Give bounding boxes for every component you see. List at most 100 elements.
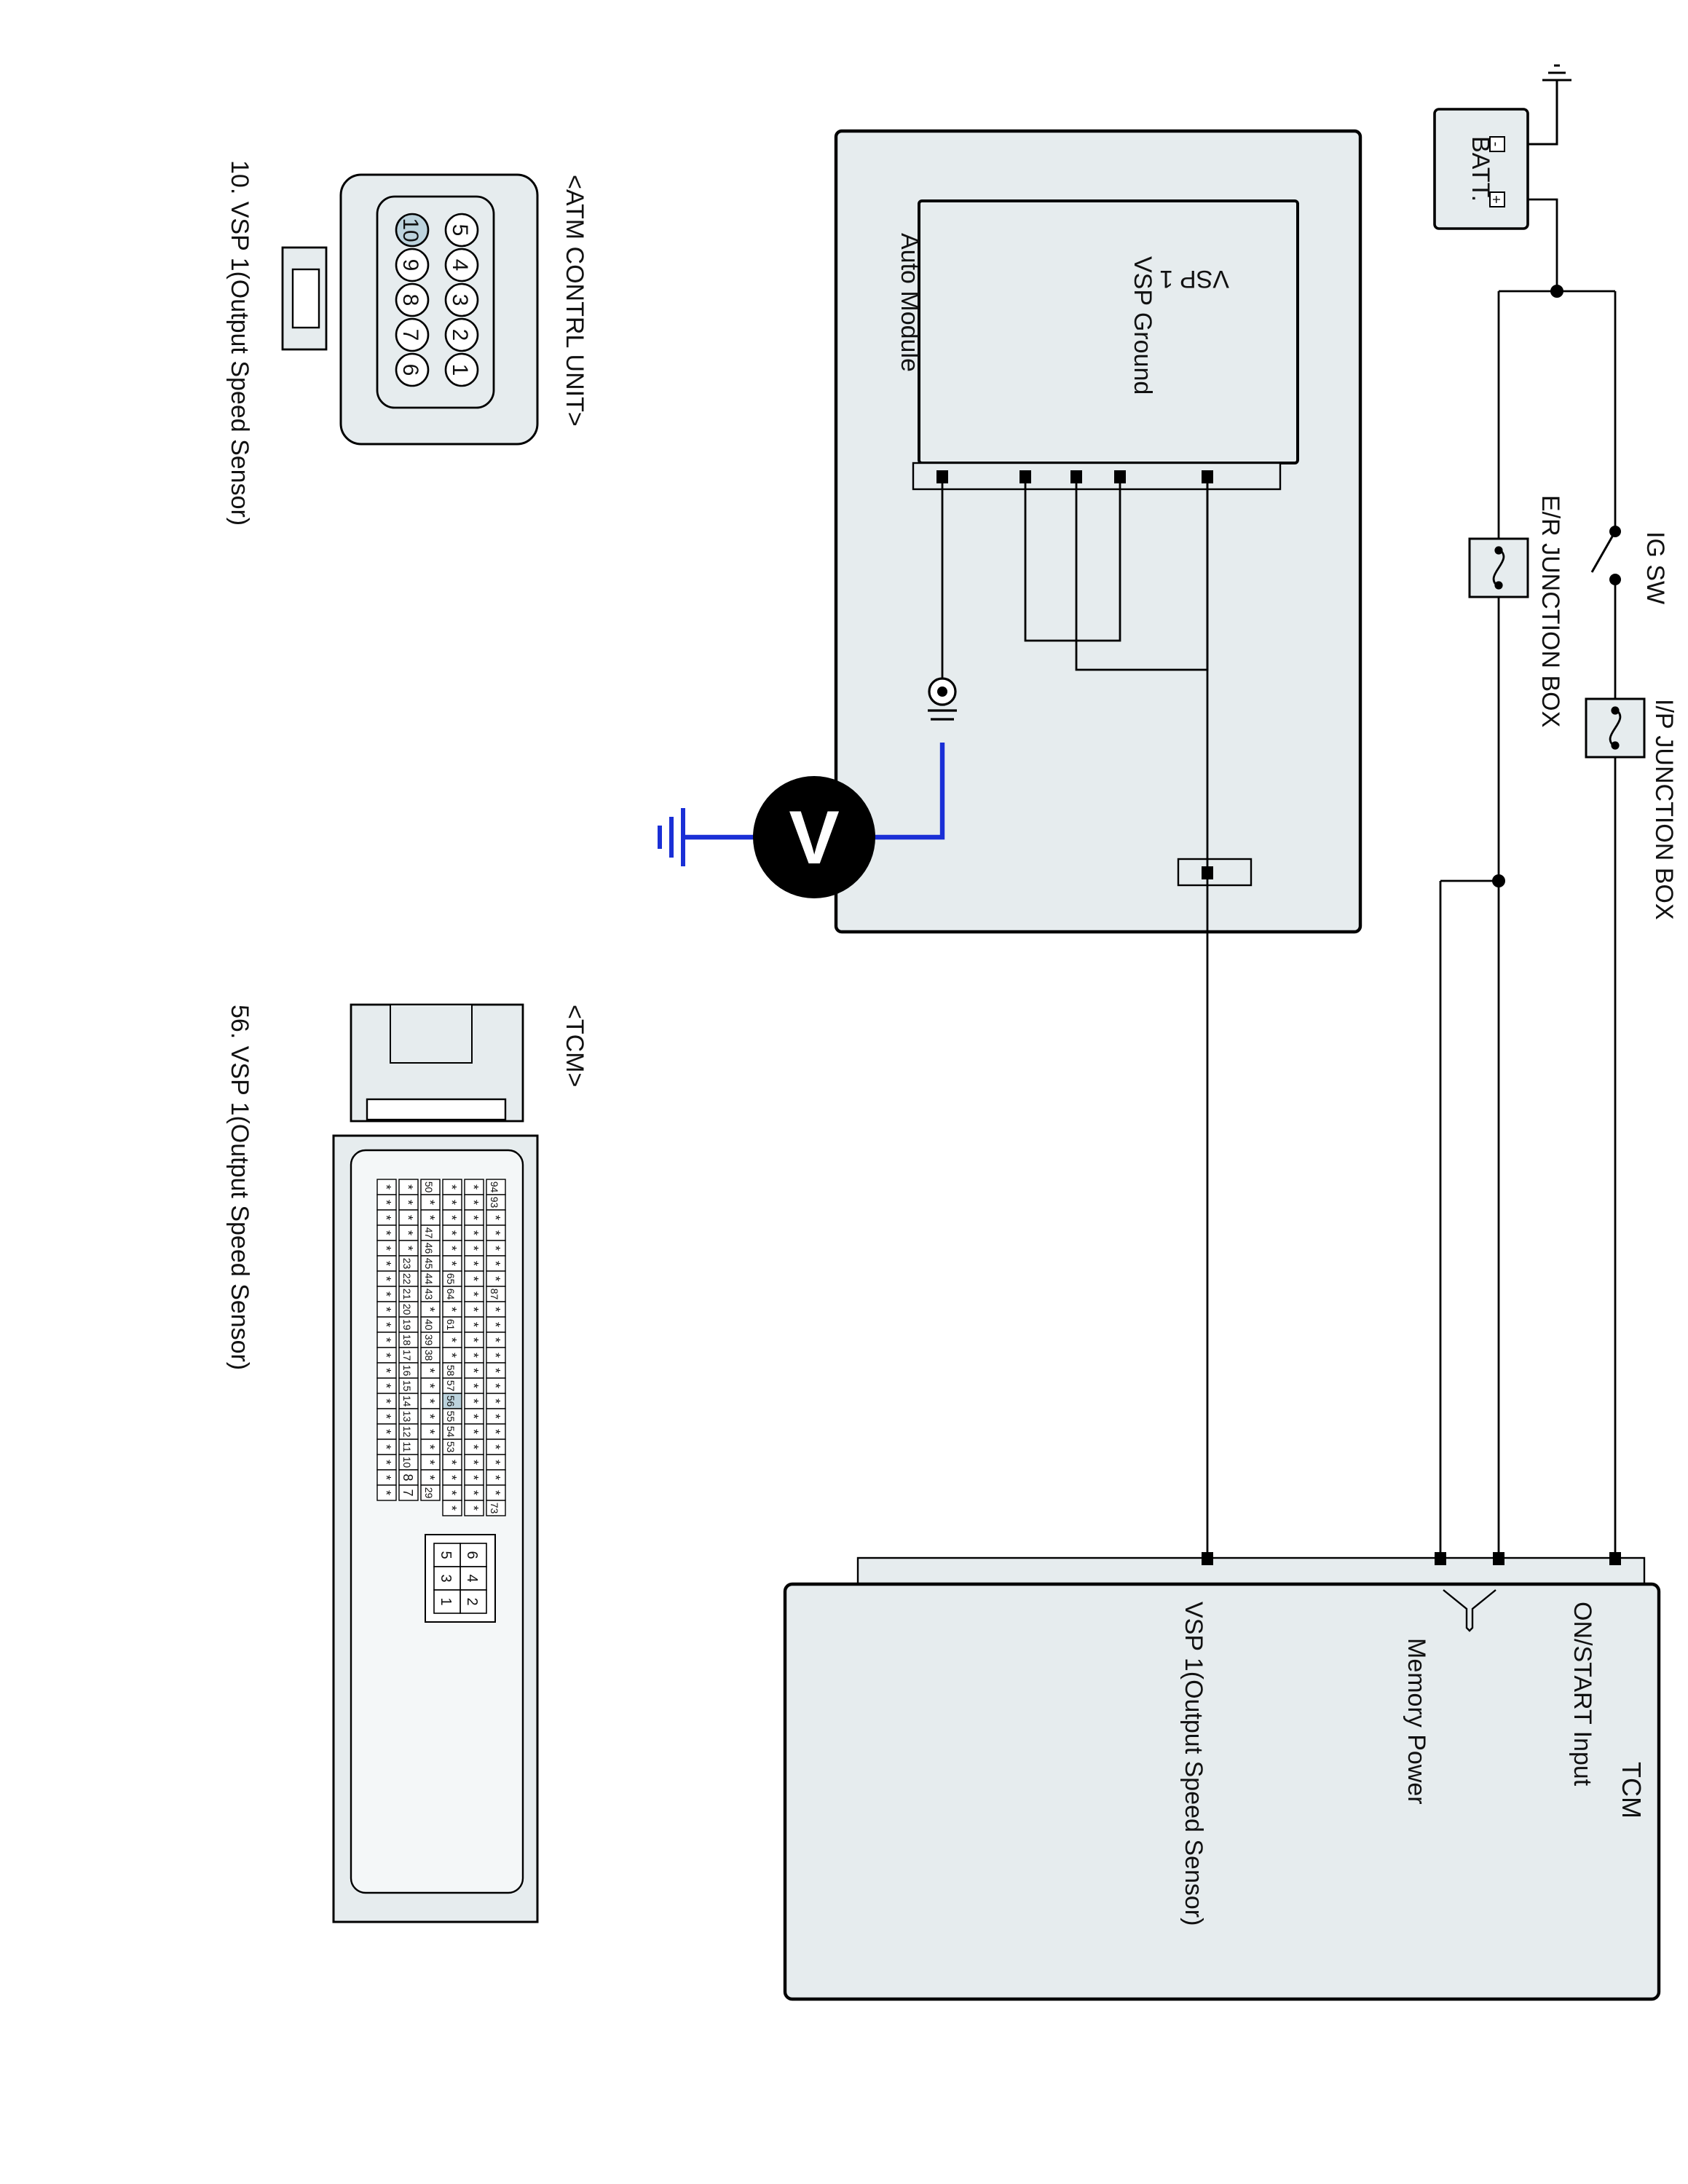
tcm-pin-label: * (379, 1246, 393, 1251)
tcm-pin-label: * (379, 1307, 393, 1312)
tcm-pin-label: * (444, 1490, 459, 1495)
tcm-pin-label: 29 (423, 1487, 435, 1499)
atm-pin (395, 317, 430, 352)
tcm-pin-label: * (379, 1200, 393, 1205)
tcm-pin-label: * (488, 1322, 502, 1327)
tcm-pin-label: * (488, 1353, 502, 1358)
tcm-on-start-label: ON/START Input (1569, 1602, 1596, 1787)
tcm-pin-label: * (466, 1261, 481, 1266)
tcm-pin-label: * (379, 1475, 393, 1480)
tcm-memory-power-label: Memory Power (1403, 1638, 1430, 1805)
atm-pin (444, 282, 479, 317)
tcm-pin-label: * (401, 1200, 415, 1205)
module-internal-wiring (941, 476, 1209, 1558)
tcm-pin-label: * (379, 1383, 393, 1388)
tcm-pin-label: * (466, 1291, 481, 1297)
tcm-pin-label: * (444, 1230, 459, 1235)
tcm-pin-label: * (422, 1368, 437, 1373)
tcm-pin-label: * (488, 1307, 502, 1312)
tcm-pin-label: * (466, 1200, 481, 1205)
tcm-pin-label: 43 (423, 1289, 435, 1300)
battery-plus-label: + (1488, 195, 1504, 204)
tcm-pin-label: 73 (489, 1503, 500, 1514)
tcm-connector-title: <TCM> (561, 1005, 588, 1087)
atm-connector-caption: 10. VSP 1(Output Speed Sensor) (226, 160, 253, 526)
tcm-pin-label: * (379, 1368, 393, 1373)
tcm-pin-label: * (466, 1307, 481, 1312)
module-pin-markers (936, 470, 1213, 879)
tcm-pin-label: 16 (401, 1365, 413, 1377)
tcm-pin-label: * (488, 1429, 502, 1434)
atm-pin (444, 352, 479, 387)
tcm-pin-label: * (466, 1444, 481, 1449)
atm-connector-title: <ATM CONTRL UNIT> (561, 175, 588, 427)
tcm-pin-label: * (466, 1414, 481, 1419)
tcm-connector-caption: 56. VSP 1(Output Speed Sensor) (226, 1005, 253, 1370)
tcm-pin-label: * (488, 1230, 502, 1235)
tcm-pin-label: * (379, 1353, 393, 1358)
tcm-pin-label: * (379, 1322, 393, 1327)
tcm-pin-label: 47 (423, 1227, 435, 1239)
tcm-pin-label: 61 (445, 1319, 457, 1331)
tcm-pin-label: * (422, 1429, 437, 1434)
probe-connector-icon (928, 677, 957, 721)
tcm-pin-label: * (379, 1337, 393, 1342)
tcm-pin-label: * (466, 1460, 481, 1465)
atm-pin (395, 352, 430, 387)
tcm-pin-cell (464, 1500, 484, 1516)
tcm-pin-label: * (466, 1246, 481, 1251)
tcm-pin-label: * (422, 1475, 437, 1480)
tcm-pin-label: * (422, 1460, 437, 1465)
tcm-pin-label: 20 (401, 1304, 413, 1315)
atm-pin-label: 4 (448, 259, 472, 272)
tcm-pin-label: * (401, 1215, 415, 1220)
tcm-pin-label: * (466, 1184, 481, 1190)
ip-junction-box: I/P JUNCTION BOX (1585, 697, 1678, 920)
atm-pin (395, 282, 430, 317)
battery: BATT. - + (1433, 108, 1529, 230)
battery-minus-label: - (1488, 142, 1504, 147)
atm-pin (395, 248, 430, 282)
tcm-small-pin-label: 4 (464, 1574, 480, 1582)
tcm-pin-label: 7 (401, 1489, 415, 1496)
er-junction-box: E/R JUNCTION BOX (1468, 495, 1564, 727)
tcm-pin-label: * (379, 1429, 393, 1434)
tcm-pin-label: * (466, 1475, 481, 1480)
atm-pin-label: 7 (398, 329, 422, 341)
tcm-pin-label: 46 (423, 1243, 435, 1254)
tcm-pin-label: 94 (489, 1182, 500, 1193)
tcm-pin-label: * (444, 1246, 459, 1251)
tcm-pin-label: * (444, 1337, 459, 1342)
tcm-pin-label: * (379, 1414, 393, 1419)
tcm-pin-label: * (488, 1261, 502, 1266)
tcm-pin-label: * (444, 1200, 459, 1205)
tcm-pin-label: * (401, 1246, 415, 1251)
voltmeter: V (658, 743, 945, 898)
tcm-pin-label: * (488, 1368, 502, 1373)
atm-pin-label: 10 (398, 218, 422, 242)
atm-pin-label: 9 (398, 259, 422, 272)
tcm-pin-markers (1202, 1552, 1621, 1565)
auto-module-vsp-ground-label: VSP Ground (1129, 256, 1156, 395)
tcm-pin-label: 93 (489, 1197, 500, 1208)
tcm-pin-label: 21 (401, 1289, 413, 1300)
tcm-pin-label: 8 (401, 1473, 415, 1481)
tcm-pin-label: 44 (423, 1273, 435, 1285)
tcm-pin-label: * (444, 1215, 459, 1220)
tcm-pin-label: 38 (423, 1350, 435, 1361)
tcm-pin-label: * (466, 1429, 481, 1434)
er-junction-box-label: E/R JUNCTION BOX (1537, 495, 1564, 727)
atm-pin (395, 213, 430, 248)
tcm-pin-label: 57 (445, 1380, 457, 1392)
tcm-pin-label: * (422, 1398, 437, 1404)
tcm-pin-label: * (444, 1184, 459, 1190)
tcm-pin-label: * (422, 1200, 437, 1205)
tcm-pin-label: * (466, 1506, 481, 1511)
tcm-pin-label: * (466, 1383, 481, 1388)
tcm-pin-label: 19 (401, 1319, 413, 1331)
tcm-pin-label: 58 (445, 1365, 457, 1377)
tcm-pin-label: * (379, 1276, 393, 1281)
atm-pin (444, 248, 479, 282)
tcm-pin-label: * (466, 1490, 481, 1495)
tcm-pin-label: * (466, 1230, 481, 1235)
